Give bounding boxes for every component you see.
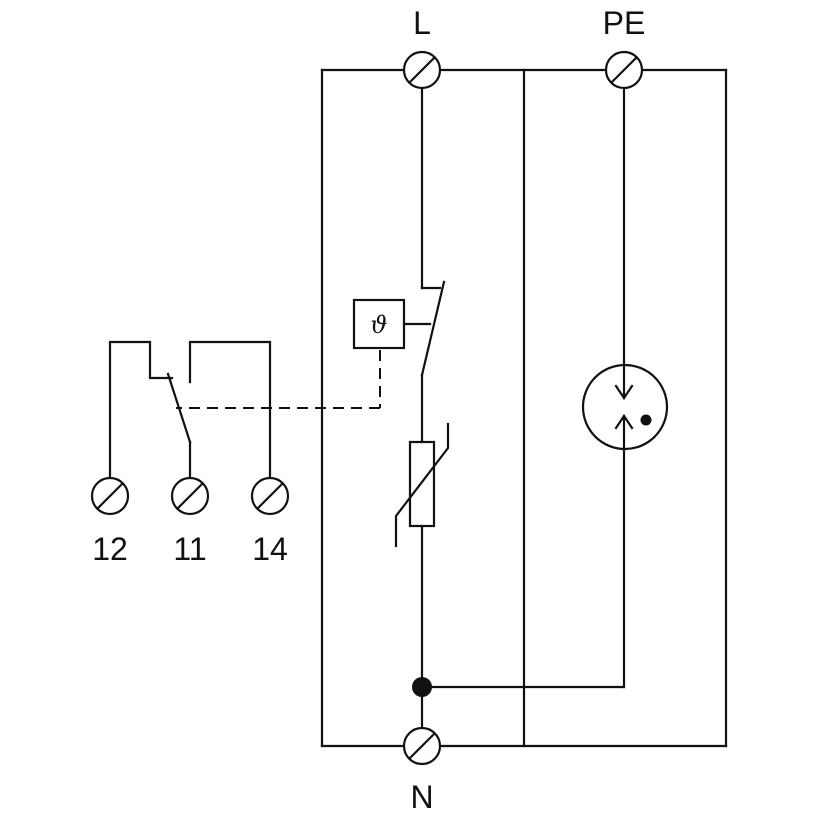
thermal-disconnector: ϑ xyxy=(352,298,406,350)
terminal-slash xyxy=(408,56,436,84)
label-11: 11 xyxy=(173,531,206,567)
thermal-box xyxy=(352,298,406,350)
varistor xyxy=(408,440,436,528)
gdt-gas-dot xyxy=(640,414,652,426)
terminal-14 xyxy=(250,476,290,516)
contact-14-wire xyxy=(188,340,272,480)
terminal-slash xyxy=(96,482,124,510)
terminal-11 xyxy=(170,476,210,516)
line-branch xyxy=(394,86,450,730)
label-12: 12 xyxy=(92,531,128,567)
terminal-l xyxy=(402,50,442,90)
terminal-pe xyxy=(604,50,644,90)
disconnect-blade xyxy=(420,280,446,377)
pe-branch xyxy=(420,86,669,689)
terminal-slash xyxy=(256,482,284,510)
terminal-12 xyxy=(90,476,130,516)
terminal-slash xyxy=(610,56,638,84)
terminal-slash xyxy=(176,482,204,510)
terminal-n xyxy=(402,726,442,766)
label-14: 14 xyxy=(252,531,288,567)
contact-12-wire xyxy=(108,340,174,480)
terminal-slash xyxy=(408,732,436,760)
label-pe: PE xyxy=(603,5,646,41)
gdt-upper-arrow xyxy=(614,384,634,400)
housing-frame xyxy=(320,68,728,748)
contact-blade xyxy=(166,372,192,444)
label-n: N xyxy=(410,779,433,815)
varistor-arrow xyxy=(394,422,450,548)
signal-contact xyxy=(108,340,381,480)
label-l: L xyxy=(413,5,431,41)
thermal-symbol: ϑ xyxy=(370,311,387,339)
